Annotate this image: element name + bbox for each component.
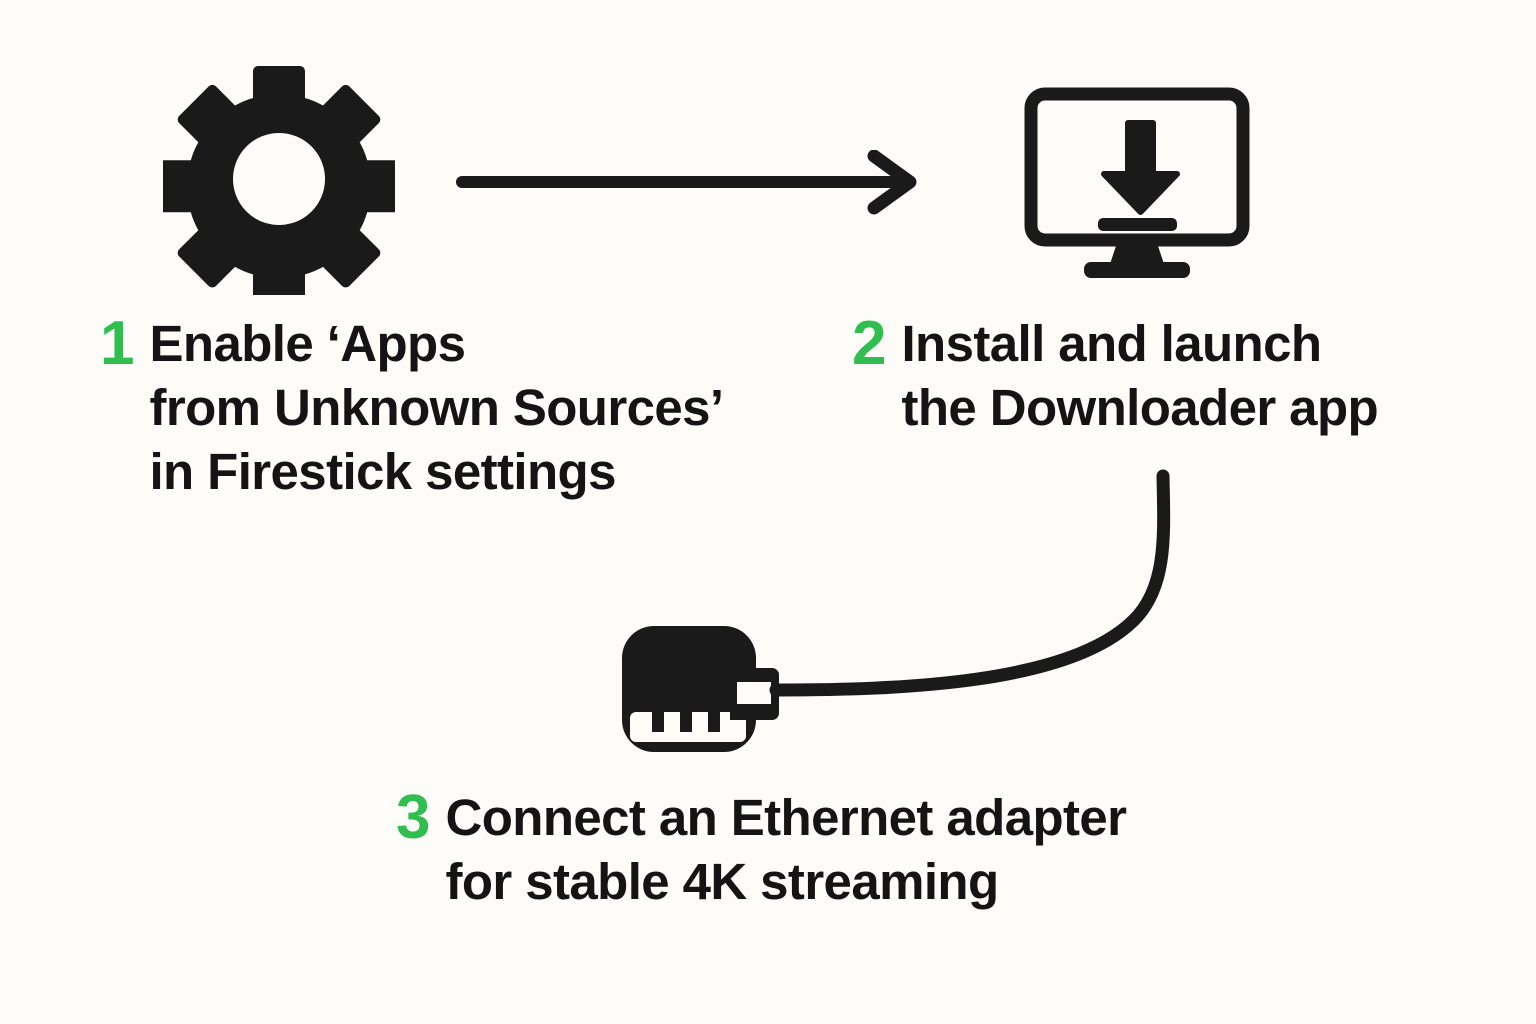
step-2-number: 2 <box>852 309 886 378</box>
step-1: 1 Enable ‘Apps from Unknown Sources’ in … <box>100 309 724 504</box>
arrow-step1-to-step2-icon <box>450 149 930 216</box>
step-2-line-1: Install and launch <box>901 315 1322 372</box>
step-3-line-2: for stable 4K streaming <box>445 853 999 910</box>
step-2: 2 Install and launch the Downloader app <box>852 309 1379 440</box>
step-2-line-2: the Downloader app <box>901 379 1379 436</box>
cable-step2-to-step3-icon <box>740 440 1220 730</box>
step-1-number: 1 <box>100 309 134 378</box>
step-2-text: Install and launch the Downloader app <box>901 312 1378 440</box>
gear-icon <box>158 63 400 307</box>
step-1-text: Enable ‘Apps from Unknown Sources’ in Fi… <box>149 312 724 504</box>
step-1-line-2: from Unknown Sources’ <box>149 379 724 436</box>
step-1-line-1: Enable ‘Apps <box>149 315 466 372</box>
step-3-line-1: Connect an Ethernet adapter <box>445 789 1127 846</box>
step-1-line-3: in Firestick settings <box>149 443 616 500</box>
ethernet-adapter-icon <box>596 608 796 768</box>
monitor-download-icon <box>1018 78 1256 284</box>
step-3: 3 Connect an Ethernet adapter for stable… <box>396 783 1127 914</box>
step-3-number: 3 <box>396 783 430 852</box>
step-3-text: Connect an Ethernet adapter for stable 4… <box>445 786 1127 914</box>
